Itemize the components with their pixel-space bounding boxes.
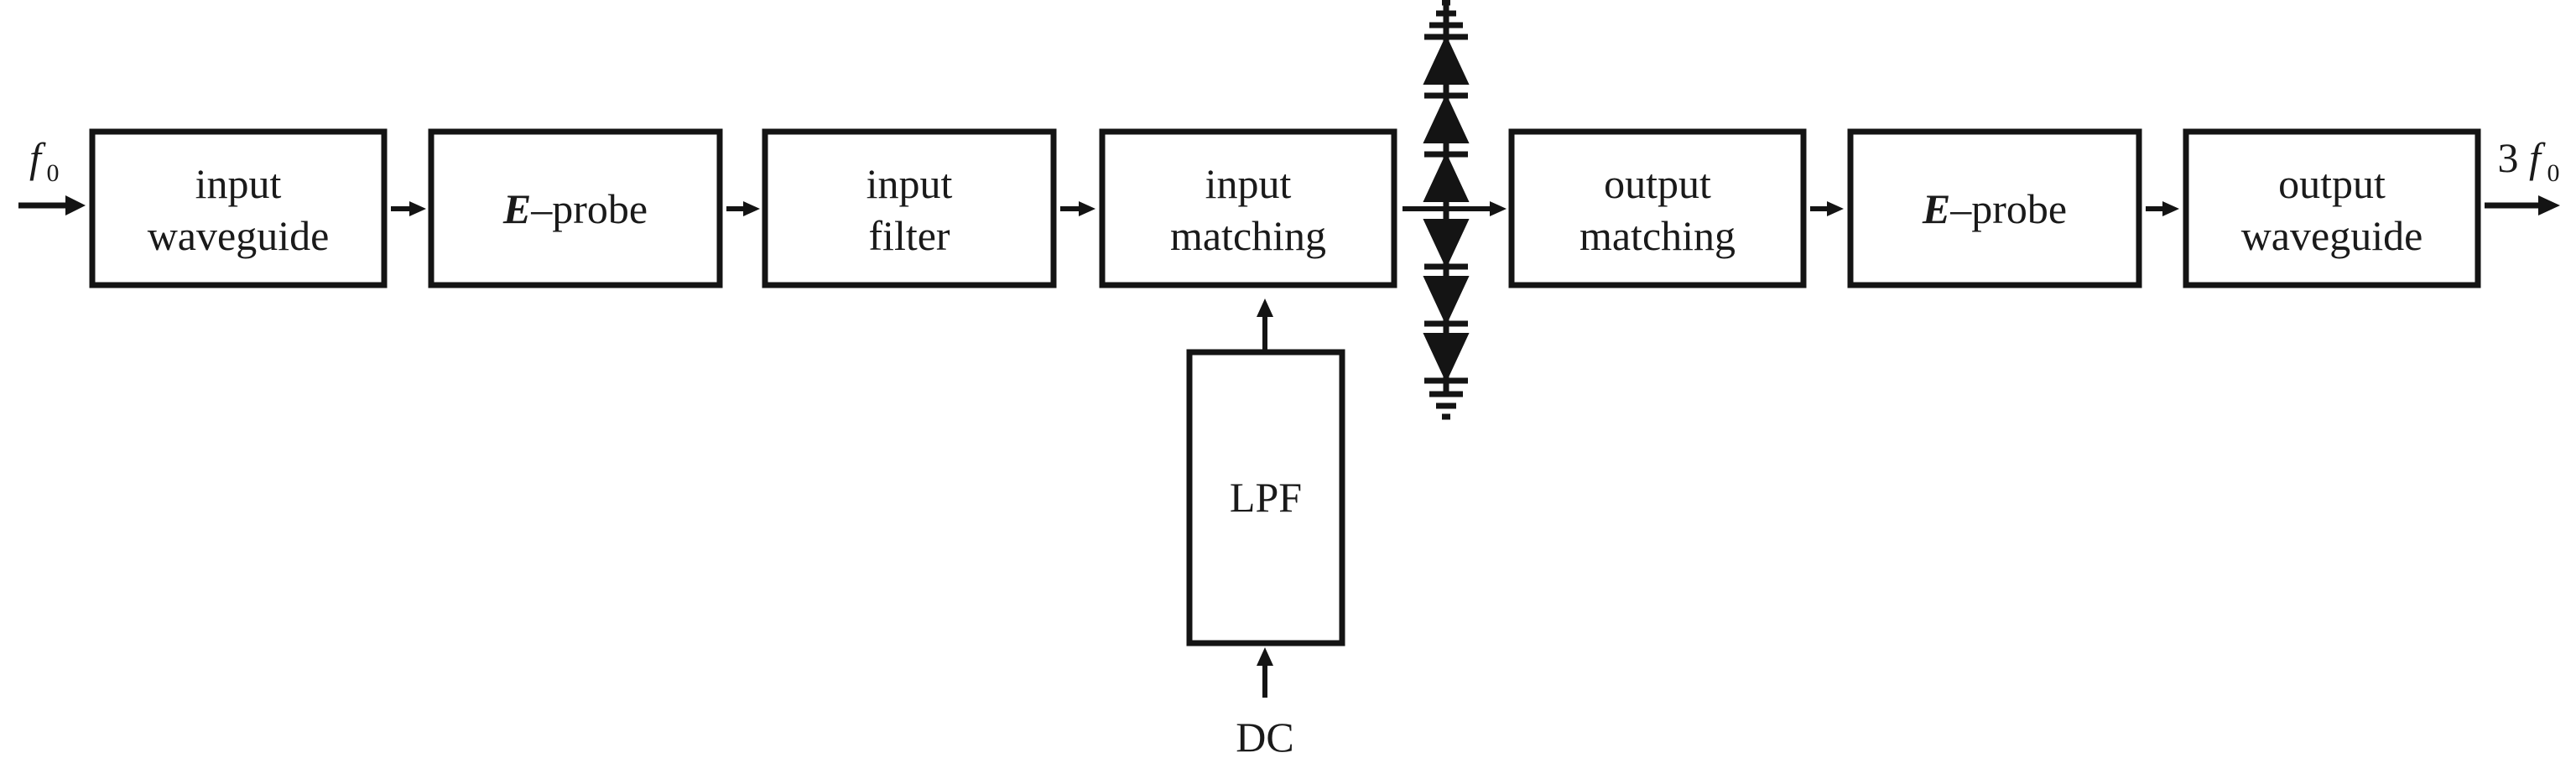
bottom-ground-symbol <box>1429 391 1463 420</box>
output-signal-symbol: f <box>2529 134 2546 181</box>
matching-to-matching-arrow <box>1402 201 1507 216</box>
output-matching-block: output matching <box>1508 128 1807 288</box>
arrow-2 <box>726 201 760 216</box>
arrow-5 <box>1810 201 1844 216</box>
input-signal-symbol: f <box>29 134 46 181</box>
input-filter-line1: input <box>866 160 953 207</box>
output-arrow <box>2485 195 2560 215</box>
dc-label: DC <box>1236 714 1293 758</box>
arrow-3 <box>1060 201 1095 216</box>
input-waveguide-line2: waveguide <box>148 212 330 259</box>
output-e-probe-suffix: –probe <box>1949 185 2067 232</box>
output-waveguide-line2: waveguide <box>2241 212 2423 259</box>
input-e-probe-label: E–probe <box>502 185 648 232</box>
input-matching-line2: matching <box>1170 212 1326 259</box>
input-e-probe-block: E–probe <box>428 128 723 288</box>
output-matching-line1: output <box>1604 160 1711 207</box>
arrow-6 <box>2146 201 2179 216</box>
input-signal-subscript: 0 <box>47 159 60 187</box>
output-signal-label: 3 f 0 <box>2498 134 2560 187</box>
input-filter-line2: filter <box>868 212 950 259</box>
input-matching-line1: input <box>1205 160 1292 207</box>
output-signal-subscript: 0 <box>2547 159 2560 187</box>
output-matching-line2: matching <box>1579 212 1736 259</box>
output-waveguide-block: output waveguide <box>2183 128 2481 288</box>
arrow-1 <box>391 201 426 216</box>
upper-diodes <box>1423 34 1470 202</box>
output-e-probe-label: E–probe <box>1922 185 2067 232</box>
lpf-label: LPF <box>1230 474 1302 521</box>
diode-stack <box>1423 0 1470 420</box>
input-filter-block: input filter <box>762 128 1057 288</box>
input-waveguide-block: input waveguide <box>89 128 388 288</box>
dc-to-lpf-arrow <box>1257 647 1273 698</box>
output-e-probe-block: E–probe <box>1847 128 2142 288</box>
output-e-probe-prefix: E <box>1922 185 1950 232</box>
lpf-block: LPF <box>1186 349 1345 646</box>
output-waveguide-line1: output <box>2278 160 2386 207</box>
input-signal-label: f 0 <box>29 134 59 187</box>
input-arrow <box>18 195 86 215</box>
lower-diodes <box>1423 219 1470 384</box>
input-e-probe-suffix: –probe <box>530 185 648 232</box>
lpf-to-matching-arrow <box>1257 299 1273 350</box>
output-signal-multiplier: 3 <box>2498 134 2519 181</box>
input-e-probe-prefix: E <box>502 185 531 232</box>
input-waveguide-line1: input <box>195 160 282 207</box>
input-matching-block: input matching <box>1099 128 1397 288</box>
top-ground-symbol <box>1429 0 1463 29</box>
